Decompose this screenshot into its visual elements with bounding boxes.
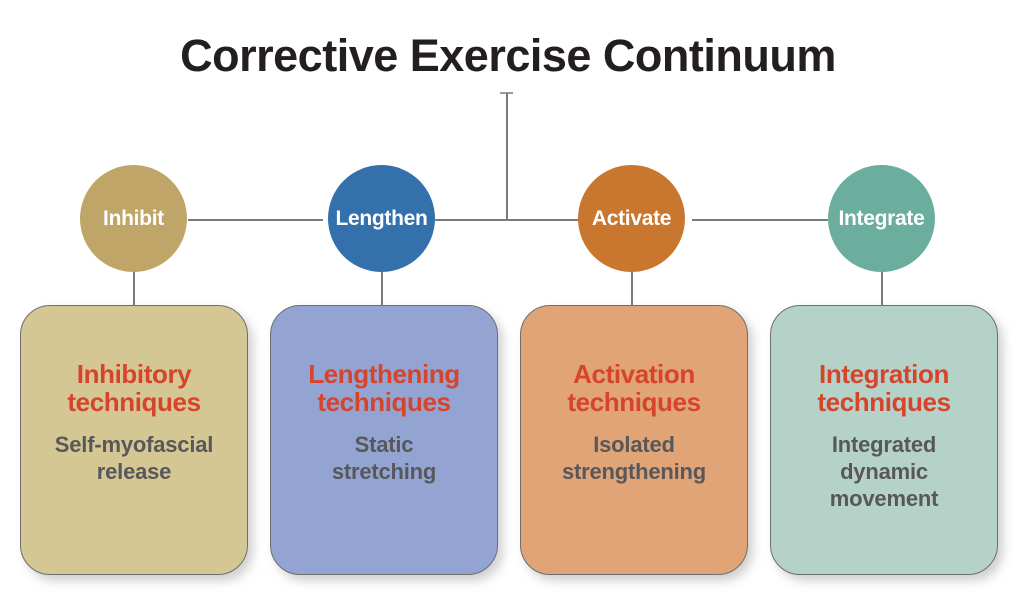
title-stem-line — [506, 93, 508, 221]
stage-circle-label-lengthen: Lengthen — [335, 206, 428, 230]
stage-panel-activate[interactable]: Activation techniques Isolated strengthe… — [520, 305, 748, 575]
page-title: Corrective Exercise Continuum — [180, 30, 836, 81]
drop-line-integrate — [881, 270, 883, 308]
stage-panel-body-activate: Isolated strengthening — [561, 432, 707, 484]
stage-panel-integrate[interactable]: Integration techniques Integrated dynami… — [770, 305, 998, 575]
stage-circle-inhibit[interactable]: Inhibit — [80, 165, 187, 272]
stage-panel-lengthen[interactable]: Lengthening techniques Static stretching — [270, 305, 498, 575]
stage-circle-activate[interactable]: Activate — [578, 165, 685, 272]
stage-circle-label-integrate: Integrate — [838, 206, 925, 230]
stage-panel-inhibit[interactable]: Inhibitory techniques Self-myofascial re… — [20, 305, 248, 575]
stage-panel-body-lengthen: Static stretching — [331, 432, 437, 484]
stage-panel-heading-inhibit: Inhibitory techniques — [67, 359, 201, 418]
drop-line-lengthen — [381, 270, 383, 308]
stage-circle-integrate[interactable]: Integrate — [828, 165, 935, 272]
drop-line-inhibit — [133, 270, 135, 308]
stage-panel-heading-activate: Activation techniques — [567, 359, 701, 418]
connector-activate-integrate — [692, 219, 828, 221]
connector-inhibit-lengthen — [188, 219, 323, 221]
stage-circle-label-inhibit: Inhibit — [103, 206, 164, 230]
stage-circle-lengthen[interactable]: Lengthen — [328, 165, 435, 272]
stage-panel-body-inhibit: Self-myofascial release — [54, 432, 214, 484]
stage-circle-label-activate: Activate — [591, 206, 672, 230]
connector-lengthen-activate — [435, 219, 583, 221]
stage-panel-body-integrate: Integrated dynamic movement — [829, 432, 939, 511]
stage-panel-heading-integrate: Integration techniques — [817, 359, 951, 418]
drop-line-activate — [631, 270, 633, 308]
stage-panel-heading-lengthen: Lengthening techniques — [308, 359, 460, 418]
